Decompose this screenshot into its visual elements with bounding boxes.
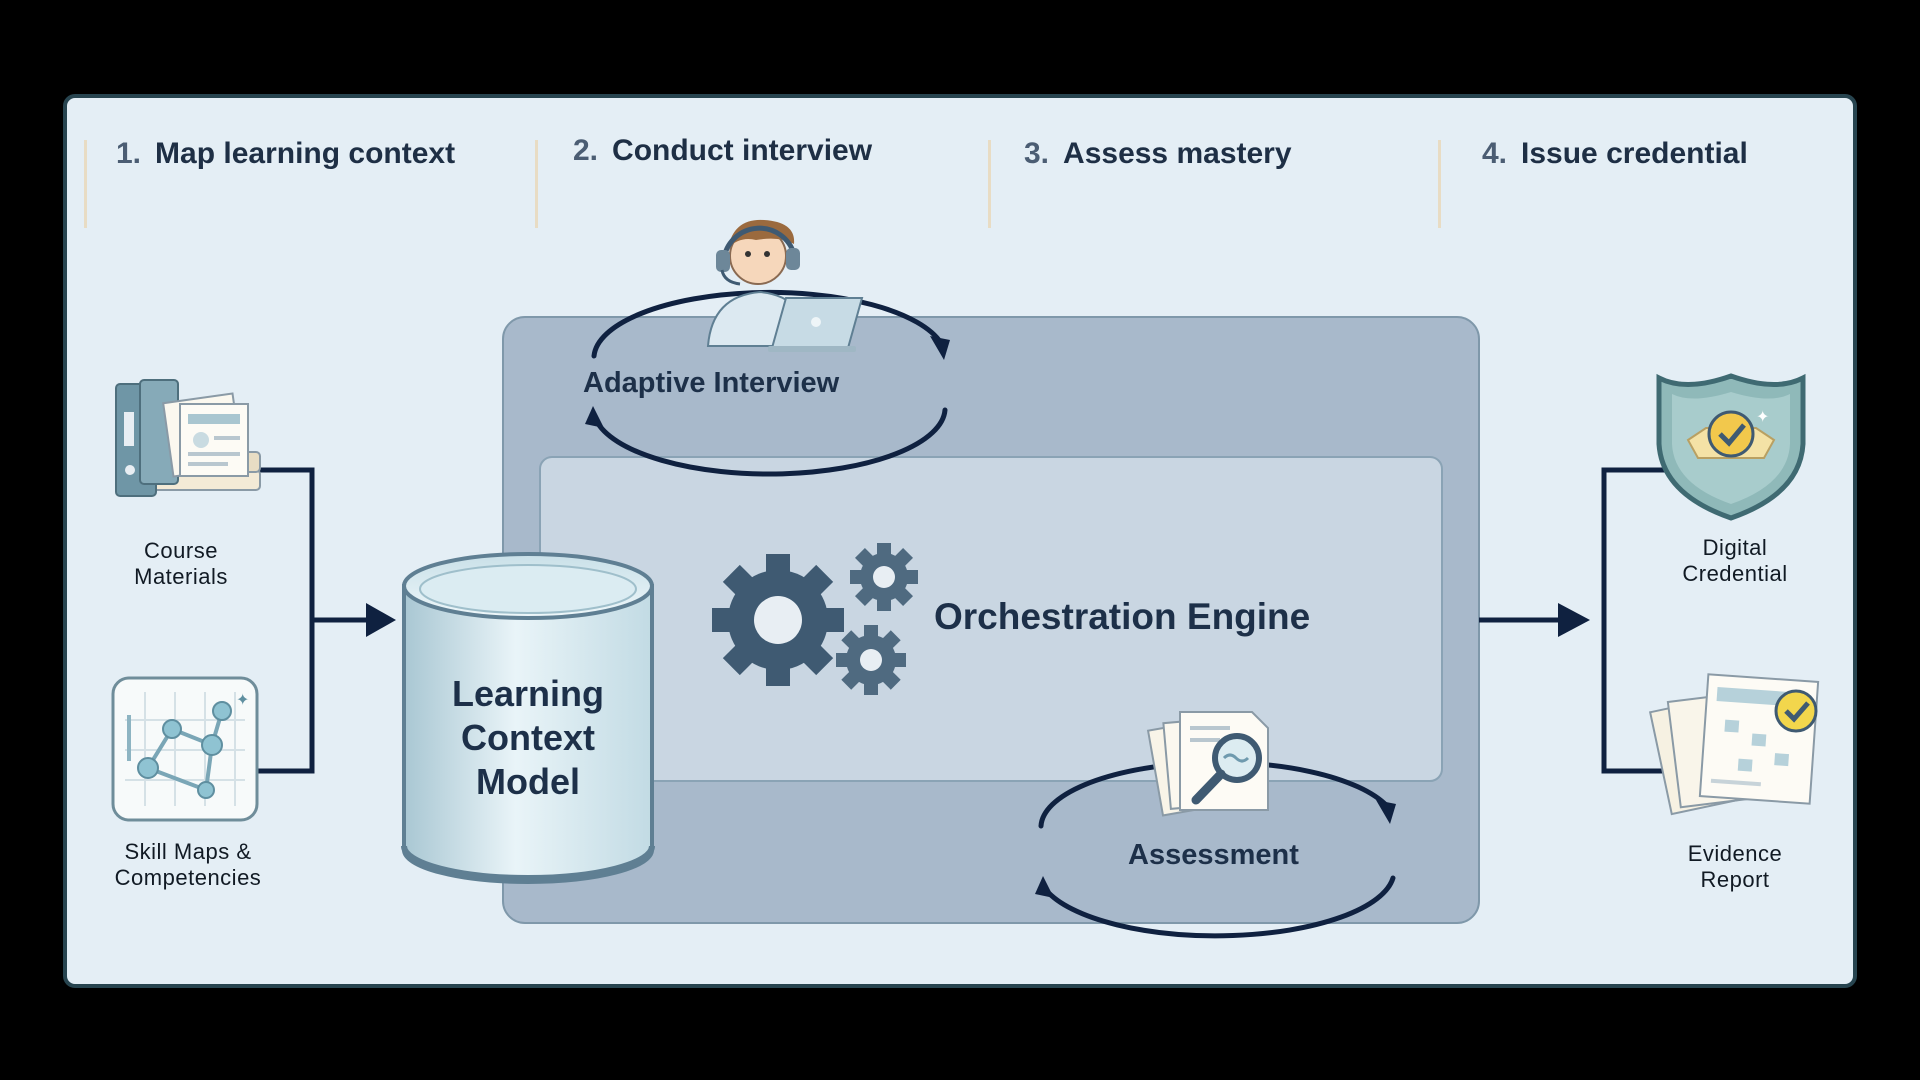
course-materials-line1: Course [144, 538, 218, 563]
report-check-icon [1648, 673, 1820, 816]
step-divider [1438, 140, 1441, 228]
assessment-loop-arrowhead-left [1035, 876, 1054, 898]
output-arrowhead [1558, 603, 1590, 637]
skill-graph-icon: ✦ [111, 676, 259, 822]
shield-badge-icon: ✦ [1656, 373, 1806, 521]
step-3-number: 3. [1024, 137, 1050, 170]
step-divider [535, 140, 538, 228]
step-4-number: 4. [1482, 137, 1508, 170]
step-1-number: 1. [116, 137, 142, 170]
step-3-label: Assess mastery [1063, 137, 1292, 170]
assessment-label: Assessment [1128, 839, 1299, 871]
agent-with-laptop-icon [706, 219, 864, 352]
step-1-label: Map learning context [155, 137, 456, 170]
skill-maps-line2: Competencies [114, 865, 262, 890]
input-connector [258, 467, 370, 774]
step-divider [988, 140, 991, 228]
database-cylinder-icon [401, 552, 655, 884]
evidence-report-line2: Report [1700, 867, 1770, 892]
binder-documents-icon [115, 379, 261, 497]
input-arrowhead [366, 603, 396, 637]
interview-loop-arrowhead-left [585, 406, 604, 428]
learning-context-model-label: Learning Context Model [404, 672, 652, 804]
skill-maps-label: Skill Maps & Competencies [78, 839, 298, 891]
course-materials-line2: Materials [134, 564, 228, 589]
digital-credential-line2: Credential [1682, 561, 1788, 586]
course-materials-label: Course Materials [96, 538, 266, 590]
digital-credential-label: Digital Credential [1646, 535, 1824, 587]
step-2-header: 2. Conduct interview [573, 134, 872, 168]
svg-text:✦: ✦ [236, 690, 249, 709]
gears-icon [712, 543, 918, 695]
step-3-header: 3. Assess mastery [1024, 137, 1292, 171]
magnifier-documents-icon [1146, 711, 1269, 817]
assessment-loop-arrowhead-right [1376, 800, 1396, 824]
step-2-number: 2. [573, 134, 599, 167]
skill-maps-line1: Skill Maps & [124, 839, 252, 864]
evidence-report-label: Evidence Report [1646, 841, 1824, 893]
step-4-header: 4. Issue credential [1482, 137, 1748, 171]
digital-credential-line1: Digital [1702, 535, 1768, 560]
model-label-line2: Context [461, 717, 595, 758]
evidence-report-line1: Evidence [1687, 841, 1783, 866]
model-label-line3: Model [476, 761, 580, 802]
output-connector [1479, 467, 1674, 774]
step-1-header: 1. Map learning context [116, 137, 455, 171]
orchestration-engine-label: Orchestration Engine [934, 596, 1311, 637]
svg-text:✦: ✦ [1756, 407, 1769, 426]
step-4-label: Issue credential [1521, 137, 1748, 170]
step-divider [84, 140, 87, 228]
adaptive-interview-label: Adaptive Interview [583, 367, 840, 399]
interview-loop-arrowhead-right [930, 336, 950, 360]
step-2-label: Conduct interview [612, 134, 873, 167]
model-label-line1: Learning [451, 673, 604, 714]
